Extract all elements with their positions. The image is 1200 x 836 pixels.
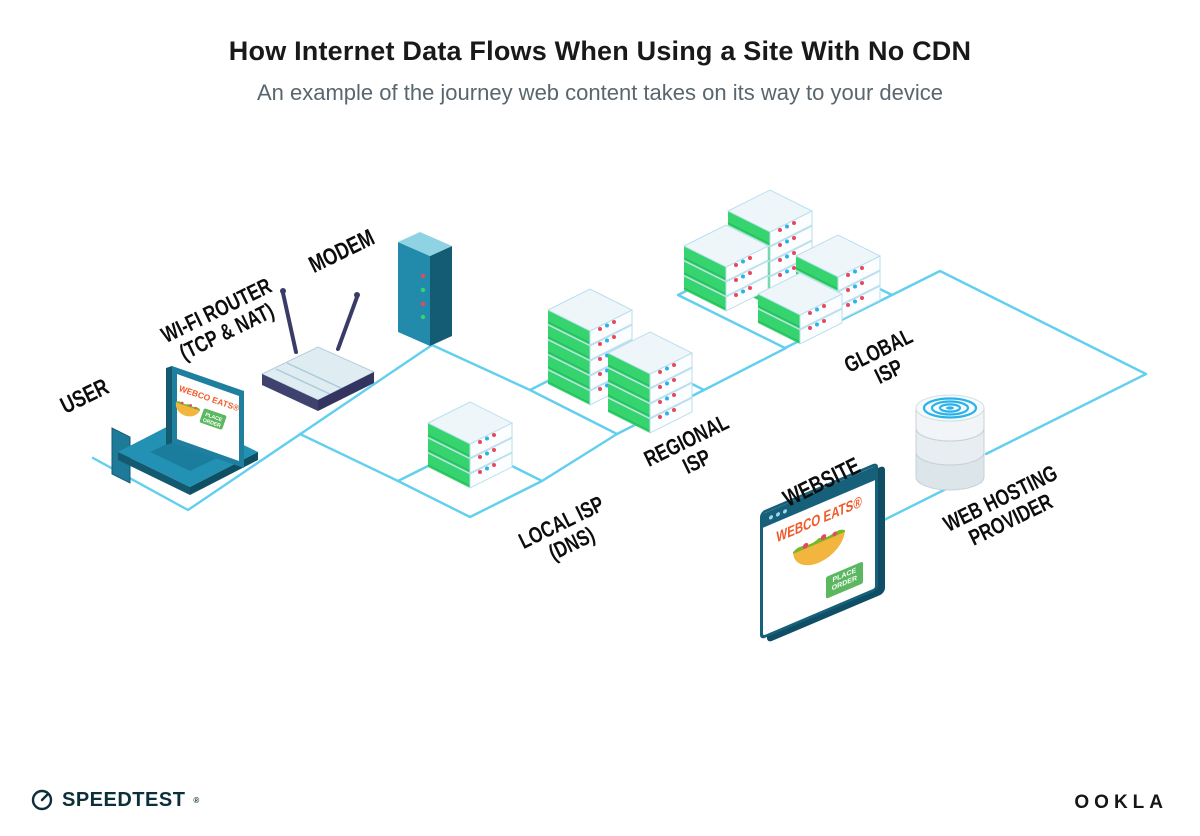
router-front-left — [262, 374, 318, 411]
browser-dot-icon — [769, 514, 773, 521]
water-ring — [930, 400, 970, 416]
modem-led — [420, 301, 426, 307]
laptop-order-line1: PLACE — [204, 412, 223, 424]
antenna-right — [336, 292, 360, 351]
browser-dot-icon — [783, 508, 787, 515]
global-isp-servers — [683, 189, 881, 345]
regional-isp-servers — [547, 288, 693, 434]
modem-front — [398, 242, 430, 346]
modem-side — [430, 246, 452, 346]
laptop-order-line2: ORDER — [202, 417, 222, 429]
line-regional-to-global — [702, 346, 788, 392]
speedtest-wordmark: SPEEDTEST — [62, 788, 186, 811]
line-user-to-modem — [91, 343, 434, 512]
user-device: WEBCO EATS® PLACE ORDER — [111, 366, 258, 495]
speedtest-gauge-icon — [31, 789, 53, 811]
water-ring — [938, 403, 962, 413]
header: How Internet Data Flows When Using a Sit… — [0, 36, 1200, 106]
line-branch-local-isp — [298, 432, 400, 483]
page-title: How Internet Data Flows When Using a Sit… — [228, 36, 972, 66]
antenna-left — [280, 288, 298, 354]
line-modem-to-regional — [430, 343, 532, 392]
hosting-database — [915, 394, 985, 491]
router-detail-line — [286, 362, 344, 390]
line-hosting-to-website — [874, 486, 950, 526]
modem-top — [398, 232, 452, 256]
ookla-logo: OOKLA — [1074, 792, 1168, 813]
laptop-order-button — [199, 408, 227, 430]
water-center — [946, 406, 954, 410]
wifi-router — [260, 288, 376, 411]
water-ring — [922, 397, 978, 419]
speedtest-registered-mark: ® — [193, 795, 200, 805]
modem — [398, 232, 452, 346]
page-subtitle: An example of the journey web content ta… — [256, 80, 944, 105]
line-local-to-regional — [540, 432, 619, 483]
place-order-button: PLACE ORDER — [825, 561, 863, 600]
browser-dot-icon — [776, 511, 780, 518]
modem-led — [420, 314, 426, 320]
laptop-base-edge-left — [118, 452, 190, 495]
speedtest-logo: SPEEDTEST ® — [30, 788, 199, 812]
line-global-to-hosting — [890, 269, 1148, 456]
router-detail-line — [275, 368, 333, 396]
router-front-right — [318, 372, 374, 411]
local-isp-servers — [427, 401, 513, 489]
modem-led — [420, 287, 426, 293]
modem-led — [420, 273, 426, 279]
laptop-screen-side — [166, 366, 172, 445]
